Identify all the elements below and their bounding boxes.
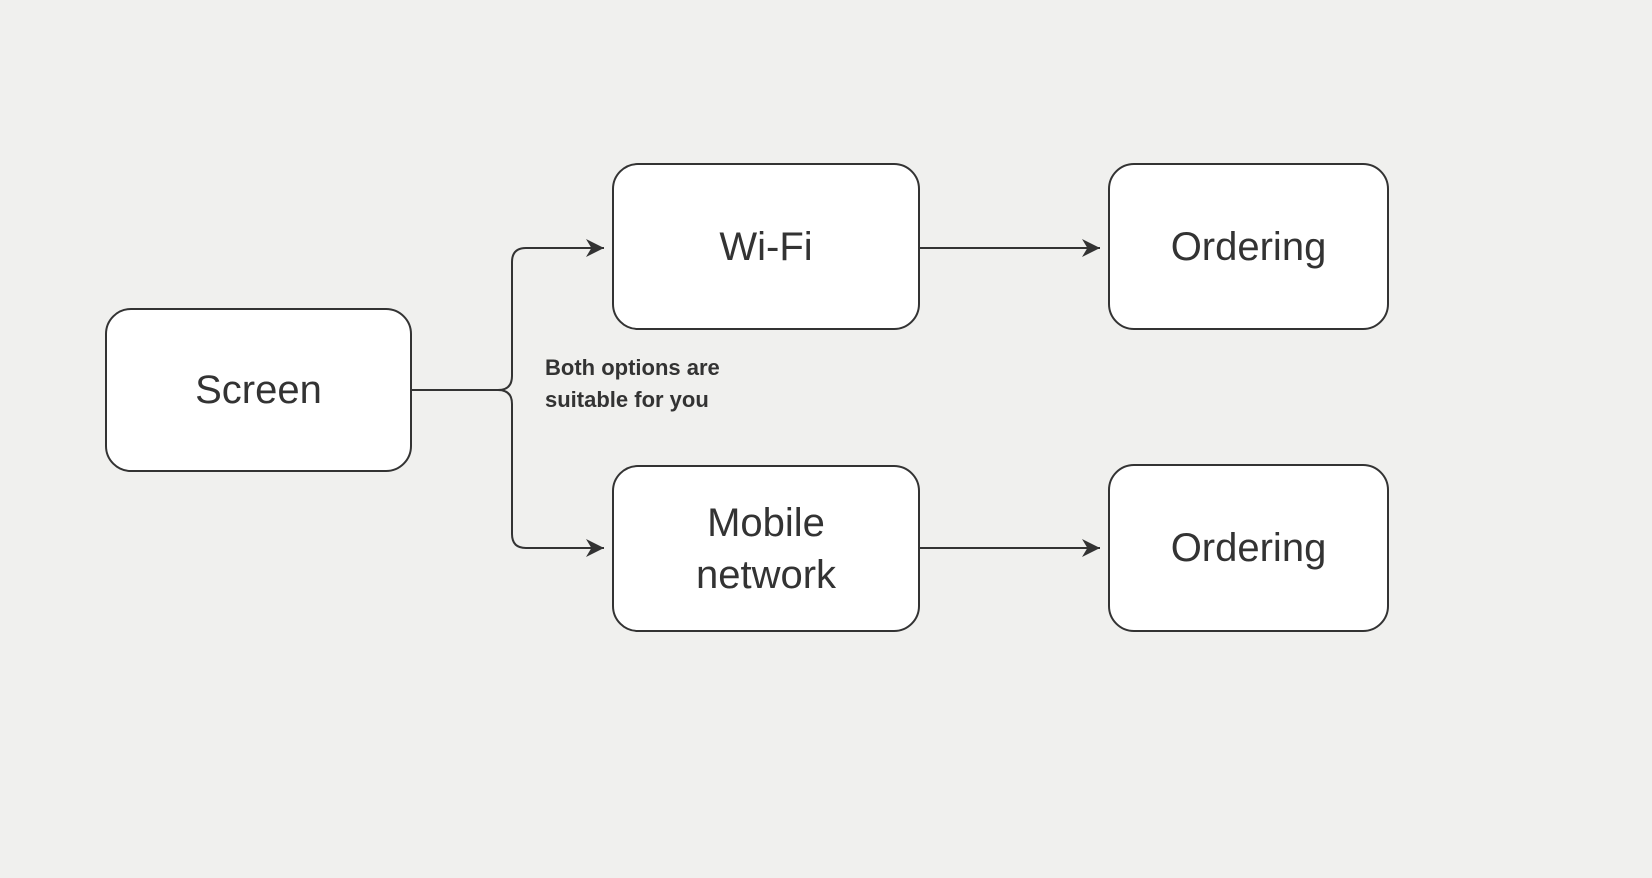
- branch-annotation: Both options are suitable for you: [545, 355, 720, 412]
- node-ordering-top[interactable]: Ordering: [1108, 163, 1389, 330]
- edge-screen-to-mobile-network: [412, 389, 604, 557]
- node-ordering-bottom-label: Ordering: [1170, 526, 1327, 570]
- node-ordering-top-label: Ordering: [1170, 224, 1327, 269]
- node-screen[interactable]: Screen: [105, 308, 412, 472]
- node-screen-label: Screen: [195, 368, 322, 412]
- node-ordering-bottom[interactable]: Ordering: [1108, 464, 1389, 632]
- node-wifi-label: Wi-Fi: [719, 224, 813, 269]
- node-mobile-network-label: Mobile network: [695, 500, 837, 597]
- node-wifi[interactable]: Wi-Fi: [612, 163, 920, 330]
- node-mobile-network[interactable]: Mobile network: [612, 465, 920, 632]
- edge-screen-to-wifi: [412, 239, 604, 391]
